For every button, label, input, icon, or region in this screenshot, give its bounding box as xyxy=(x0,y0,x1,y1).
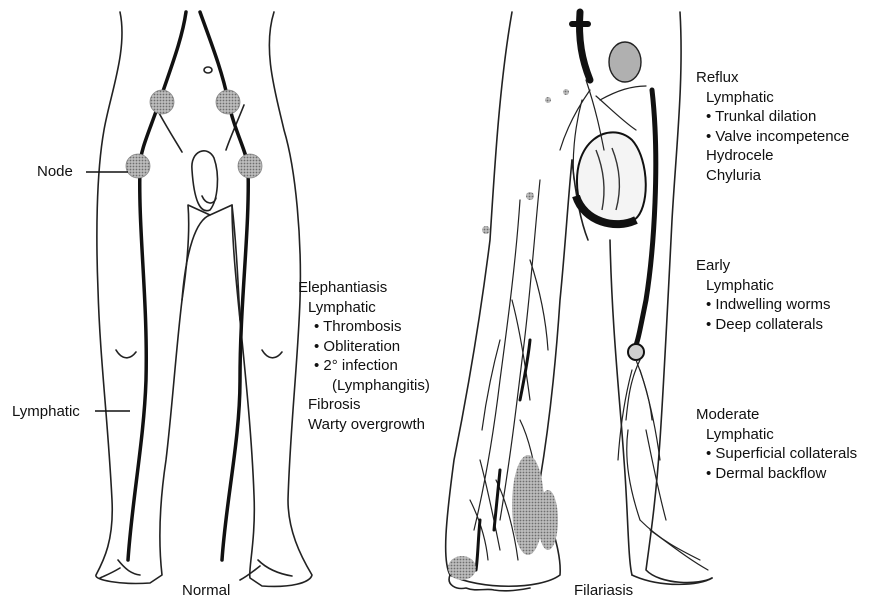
early-block: Early Lymphatic • Indwelling worms • Dee… xyxy=(696,256,830,334)
normal-caption: Normal xyxy=(182,582,230,600)
elephantiasis-lymphatic: Lymphatic xyxy=(298,298,430,318)
reflux-item: • Trunkal dilation xyxy=(696,107,849,127)
filariasis-figure xyxy=(446,12,712,591)
moderate-item: • Dermal backflow xyxy=(696,464,857,484)
reflux-title: Reflux xyxy=(696,68,849,88)
elephantiasis-item-note: (Lymphangitis) xyxy=(298,376,430,396)
elephantiasis-extra: Fibrosis xyxy=(298,395,430,415)
elephantiasis-extra: Warty overgrowth xyxy=(298,415,430,435)
lymphatic-label: Lymphatic xyxy=(12,403,80,421)
reflux-extra: Hydrocele xyxy=(696,146,849,166)
early-item: • Indwelling worms xyxy=(696,295,830,315)
normal-figure xyxy=(96,12,312,586)
reflux-block: Reflux Lymphatic • Trunkal dilation • Va… xyxy=(696,68,849,185)
warty-overgrowth xyxy=(448,89,569,580)
filariasis-node xyxy=(609,42,641,82)
reflux-extra: Chyluria xyxy=(696,166,849,186)
filariasis-caption: Filariasis xyxy=(574,582,633,600)
early-item: • Deep collaterals xyxy=(696,315,830,335)
moderate-title: Moderate xyxy=(696,405,857,425)
early-title: Early xyxy=(696,256,830,276)
elephantiasis-item: • Thrombosis xyxy=(298,317,430,337)
reflux-lymphatic: Lymphatic xyxy=(696,88,849,108)
moderate-item: • Superficial collaterals xyxy=(696,444,857,464)
reflux-item: • Valve incompetence xyxy=(696,127,849,147)
hydrocele xyxy=(576,132,646,224)
moderate-lymphatic: Lymphatic xyxy=(696,425,857,445)
elephantiasis-block: Elephantiasis Lymphatic • Thrombosis • O… xyxy=(298,278,430,434)
early-lymphatic: Lymphatic xyxy=(696,276,830,296)
elephantiasis-item: • 2° infection xyxy=(298,356,430,376)
node-label: Node xyxy=(37,163,73,181)
moderate-block: Moderate Lymphatic • Superficial collate… xyxy=(696,405,857,483)
elephantiasis-item: • Obliteration xyxy=(298,337,430,357)
elephantiasis-title: Elephantiasis xyxy=(298,278,430,298)
